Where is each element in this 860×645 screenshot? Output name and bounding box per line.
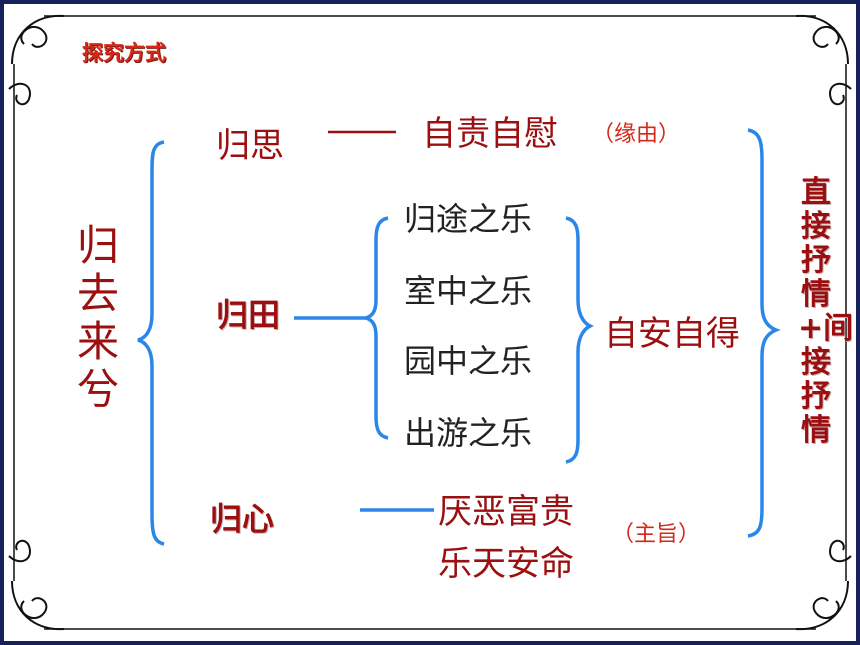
branch-gui-tian-label: 归田 [216,296,281,334]
corner-scroll-ornament-bottom-left [8,539,65,631]
branch-gui-si-label: 归思 [216,126,284,166]
corner-scroll-ornament-top-left [8,14,65,106]
branch-gui-xin-label: 归心 [210,500,275,538]
gui-xin-result-line: 乐天安命 [438,544,574,584]
side-label: 直接抒情+间接抒情 [798,175,854,448]
gui-tian-item: 出游之乐 [404,414,533,452]
gui-tian-left-brace [360,216,389,440]
gui-si-note: （缘由） [592,122,681,147]
gui-tian-result: 自安自得 [604,314,740,354]
main-title: 归去来兮 [76,221,119,414]
corner-scroll-ornament-bottom-right [795,539,852,631]
gui-xin-result-line: 厌恶富贵 [438,492,574,532]
gui-xin-note: （主旨） [612,522,701,547]
slide: 探究方式 归去来兮 归思 自责自慰 （缘由） 归田 归途之乐 室中之乐 园中之乐… [4,4,856,641]
diagram-lines [8,14,852,631]
gui-si-result: 自责自慰 [422,114,558,154]
main-brace [137,140,165,546]
gui-tian-right-brace [565,216,594,464]
gui-tian-item: 园中之乐 [404,342,533,380]
right-brace [747,128,781,538]
title-tag: 探究方式 [82,41,166,65]
corner-scroll-ornament-top-right [795,14,852,106]
gui-tian-item: 室中之乐 [404,272,533,310]
gui-tian-item: 归途之乐 [404,200,533,238]
